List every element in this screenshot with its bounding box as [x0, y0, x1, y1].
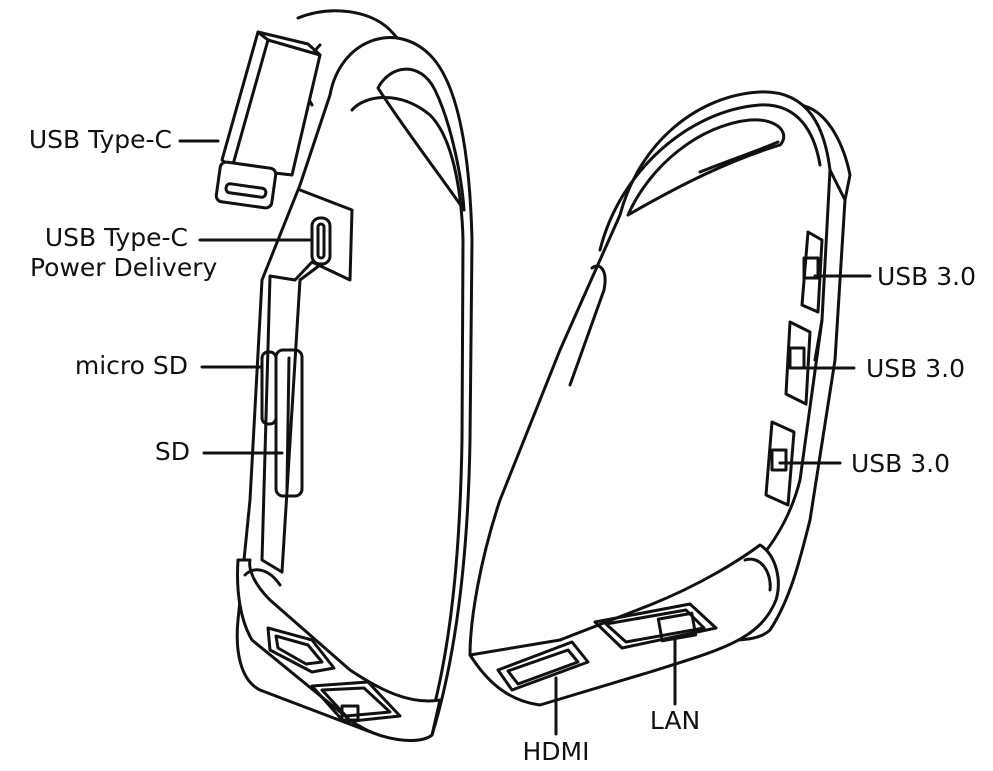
usb30-port-bottom	[764, 420, 796, 507]
right-hub-body	[468, 90, 832, 657]
sd-slot	[274, 348, 304, 498]
label-usb30-middle: USB 3.0	[866, 354, 966, 383]
left-lan-port	[310, 680, 402, 724]
right-face-recess	[568, 264, 607, 387]
right-hub	[468, 90, 852, 707]
usb-c-plug-slot	[224, 182, 268, 199]
label-hdmi: HDMI	[522, 737, 590, 766]
left-hub-face	[350, 96, 465, 724]
label-lan: LAN	[649, 706, 701, 735]
right-hub-rim	[598, 103, 822, 252]
left-hdmi-port	[266, 626, 336, 674]
left-bottom-cap	[236, 558, 442, 742]
right-hdmi-port	[496, 640, 590, 692]
label-usb30-top: USB 3.0	[877, 262, 977, 291]
label-usb-c-pd-line2: Power Delivery	[30, 253, 218, 282]
label-sd: SD	[154, 437, 190, 466]
right-hub-back	[798, 103, 852, 202]
right-handle-window	[626, 118, 786, 217]
right-side-wall	[728, 168, 847, 642]
label-usb-c-pd-line1: USB Type-C	[44, 223, 188, 252]
label-usb-c: USB Type-C	[28, 125, 172, 154]
label-usb30-bottom: USB 3.0	[851, 449, 951, 478]
right-bottom-cap	[468, 543, 780, 707]
left-side-panel	[260, 188, 354, 574]
label-micro-sd: micro SD	[74, 351, 188, 380]
left-handle-window	[376, 67, 466, 212]
left-hub-body	[235, 36, 474, 742]
leader-lines	[178, 139, 872, 736]
right-lan-port	[593, 602, 718, 650]
usb-c-plug-top	[256, 30, 322, 57]
left-hub	[214, 9, 474, 742]
left-cap-rim	[243, 568, 282, 587]
usb30-port-middle	[784, 320, 812, 406]
usb-c-plug	[230, 38, 322, 177]
usb30-port-top	[800, 230, 824, 314]
